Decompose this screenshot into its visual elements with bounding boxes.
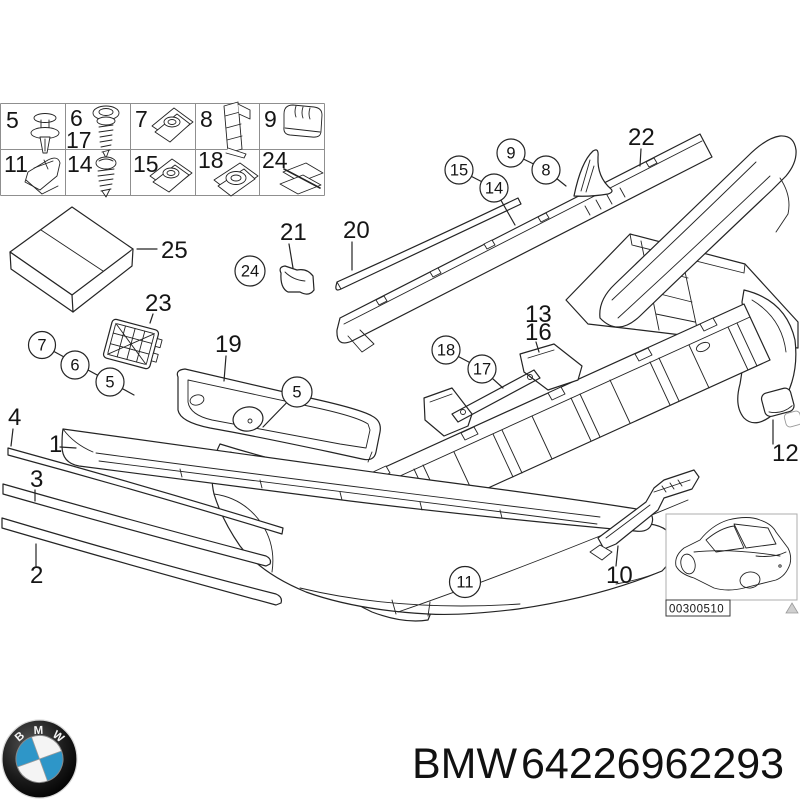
screw-icon <box>95 156 117 198</box>
part-4-strip <box>7 447 284 535</box>
table-number-14[interactable]: 14 <box>67 151 93 177</box>
bumper-top-cover <box>599 135 797 328</box>
callout-19[interactable]: 19 <box>215 331 242 358</box>
support-bracket-assembly <box>423 343 583 437</box>
part-22-trim-strip <box>336 133 713 353</box>
callout-12[interactable]: 12 <box>772 440 799 467</box>
vehicle-thumbnail: 00300510 <box>665 513 799 617</box>
svg-text:5: 5 <box>105 374 114 392</box>
part-19-end-panel <box>176 368 381 463</box>
clip-nut-icon-7 <box>151 107 194 143</box>
part-23-mesh-grille <box>102 318 163 370</box>
svg-text:6: 6 <box>70 357 79 375</box>
callout-circle-18[interactable]: 18 <box>431 335 461 365</box>
table-number-8[interactable]: 8 <box>200 106 213 132</box>
callout-circle-9[interactable]: 9 <box>496 138 526 168</box>
expansion-rivet-icon <box>30 113 60 154</box>
footer: B M W BMW 64226962293 <box>1 719 784 799</box>
clip-nut-icon-18 <box>213 162 259 197</box>
table-number-6[interactable]: 6 <box>70 105 83 131</box>
callout-13[interactable]: 13 <box>525 301 552 328</box>
callout-circle-8[interactable]: 8 <box>531 155 561 185</box>
callout-10[interactable]: 10 <box>606 562 633 589</box>
footer-brand: BMW <box>412 740 518 788</box>
cover-cap-icon <box>283 104 323 138</box>
folded-cap-clip-icon <box>279 162 324 195</box>
logo-letter-m: M <box>33 725 43 737</box>
svg-text:9: 9 <box>506 145 515 163</box>
part-21-flap <box>279 265 315 295</box>
svg-text:24: 24 <box>241 263 259 281</box>
part-25-box <box>9 206 134 313</box>
callout-circle-5b[interactable]: 5 <box>281 376 313 408</box>
callout-22[interactable]: 22 <box>628 124 655 151</box>
table-number-18[interactable]: 18 <box>198 147 224 173</box>
callout-circle-14[interactable]: 14 <box>479 173 509 203</box>
table-number-11[interactable]: 11 <box>4 151 28 177</box>
screw-with-washer-icon <box>92 105 120 159</box>
watermark-triangle-icon <box>785 602 799 614</box>
callout-4[interactable]: 4 <box>8 404 21 431</box>
svg-text:15: 15 <box>450 162 468 180</box>
image-code: 00300510 <box>669 604 724 616</box>
callout-16[interactable]: 16 <box>525 319 552 346</box>
callout-circle-7[interactable]: 7 <box>27 330 57 360</box>
callout-21[interactable]: 21 <box>280 219 307 246</box>
svg-text:17: 17 <box>473 361 491 379</box>
table-number-9[interactable]: 9 <box>264 106 277 132</box>
callout-1[interactable]: 1 <box>49 431 62 458</box>
svg-text:5: 5 <box>292 384 301 402</box>
ladder-clip-icon <box>223 101 251 159</box>
callout-circle-11[interactable]: 11 <box>448 565 482 599</box>
bmw-logo: B M W <box>1 719 78 799</box>
callout-circle-5[interactable]: 5 <box>95 367 125 397</box>
callout-circle-6[interactable]: 6 <box>60 350 90 380</box>
part-20-strip <box>335 197 522 291</box>
part-12-cover <box>760 387 800 428</box>
clip-nut-icon-15 <box>149 158 193 193</box>
table-number-5[interactable]: 5 <box>6 107 19 133</box>
callout-circle-17[interactable]: 17 <box>467 354 497 384</box>
circled-callouts: 7 6 5 5 24 15 14 9 <box>27 138 561 599</box>
svg-text:11: 11 <box>456 574 473 592</box>
part-3-strip <box>2 483 272 567</box>
vehicle-outline <box>675 517 792 591</box>
part-2-strip <box>1 517 283 606</box>
svg-text:14: 14 <box>485 180 503 198</box>
callout-3[interactable]: 3 <box>30 466 43 493</box>
strip-fin-detail <box>573 149 613 197</box>
spring-clip-icon <box>24 157 61 195</box>
callout-circle-24[interactable]: 24 <box>234 255 266 287</box>
plain-callouts: 25 23 21 20 19 22 13 16 12 10 4 1 3 2 <box>8 124 799 589</box>
part-10-bracket <box>589 469 700 561</box>
callout-2[interactable]: 2 <box>30 562 43 589</box>
callout-23[interactable]: 23 <box>145 290 172 317</box>
callout-25[interactable]: 25 <box>161 237 188 264</box>
svg-text:8: 8 <box>541 162 550 180</box>
callout-circle-15[interactable]: 15 <box>444 155 474 185</box>
image-code-box <box>665 599 731 617</box>
footer-part-number: 64226962293 <box>521 740 784 788</box>
table-number-7[interactable]: 7 <box>135 106 148 132</box>
svg-text:7: 7 <box>37 337 46 355</box>
part-1-trim-molding <box>61 428 654 532</box>
callout-20[interactable]: 20 <box>343 217 370 244</box>
svg-text:18: 18 <box>437 342 455 360</box>
fastener-table: 5 6 17 7 8 9 <box>0 101 325 198</box>
table-number-17[interactable]: 17 <box>66 127 92 153</box>
